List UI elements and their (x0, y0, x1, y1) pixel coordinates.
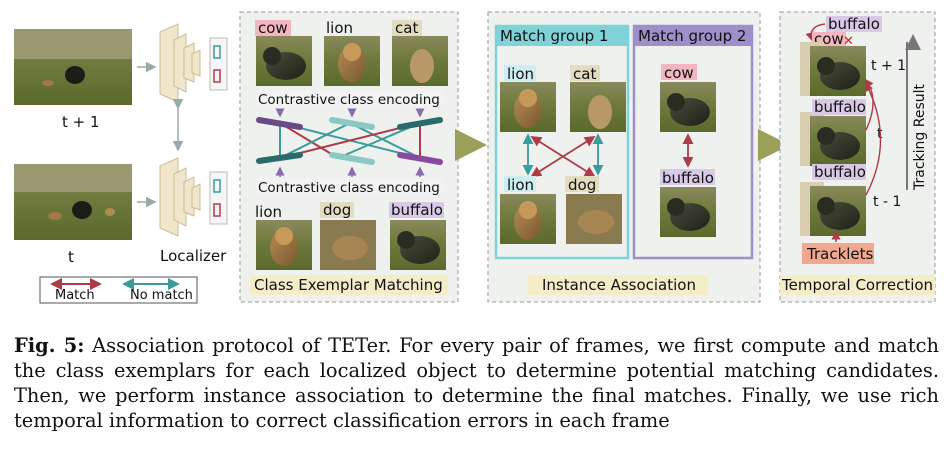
g1-cat-image (570, 82, 626, 132)
encoding-bottom-label: Contrastive class encoding (258, 180, 440, 196)
localizer-network-top (159, 23, 201, 103)
frame-bottom-label: t (68, 248, 74, 266)
temporal-top-corrected-tag (826, 16, 882, 32)
tracking-result-label: Tracking Result (912, 83, 928, 191)
top-class-cat: cat (395, 19, 418, 37)
g1-tag-cat (570, 65, 600, 81)
temporal-bottom: buffalo (814, 163, 866, 181)
g2-cow-image (660, 82, 716, 132)
g1-association-lines (522, 133, 604, 177)
instance-association-title: Instance Association (542, 276, 696, 294)
g1-bottom-dog: dog (568, 176, 596, 194)
bottom-class-buffalo: buffalo (391, 201, 443, 219)
encoding-top-label: Contrastive class encoding (258, 92, 440, 108)
g1-dog-image (566, 194, 622, 244)
temporal-t-minus-label: t - 1 (873, 194, 901, 210)
match-group-1-title: Match group 1 (500, 27, 608, 45)
temporal-t-plus-label: t + 1 (871, 58, 906, 74)
exemplar-lion-image (324, 36, 380, 86)
temporal-title-box (780, 275, 935, 295)
exemplar-lion-bottom-image (256, 220, 312, 270)
g2-buffalo-image (660, 187, 716, 237)
bottom-class-lion: lion (255, 203, 282, 221)
g2-tag-cow (661, 64, 697, 80)
figure-caption: Fig. 5: Association protocol of TETer. F… (14, 333, 939, 433)
tracklets-label: Tracklets (806, 245, 874, 263)
g1-top-lion: lion (507, 65, 534, 83)
encoding-bottom-box (255, 178, 444, 195)
temporal-top-corrected: buffalo (828, 15, 880, 33)
exemplar-cat-image (392, 36, 448, 86)
g1-lion-image (500, 82, 556, 132)
localizer-network-bottom (159, 157, 201, 237)
temporal-mid: buffalo (814, 98, 866, 116)
tag-dog (320, 202, 354, 218)
top-class-lion: lion (326, 19, 353, 37)
top-class-cow: cow (258, 19, 288, 37)
g1-lion-bottom-image (500, 194, 556, 244)
teter-association-diagram: t + 1 t Localizer Match No mat (14, 11, 936, 304)
tag-cow (255, 20, 291, 36)
match-group-2-title: Match group 2 (638, 27, 746, 45)
temporal-propagation-arcs (865, 78, 882, 196)
legend-no-match-label: No match (130, 288, 193, 303)
exemplar-buffalo-image (390, 220, 446, 270)
tracklet-frames (800, 42, 866, 236)
localizer-label: Localizer (160, 247, 227, 265)
embedding-bars (256, 117, 443, 165)
class-matching-title: Class Exemplar Matching (254, 276, 443, 294)
match-group-1-header (496, 26, 628, 46)
encoding-top-box (255, 90, 444, 107)
g1-tag-dog (565, 176, 599, 192)
frame-t-plus-1 (14, 29, 132, 105)
g1-top-cat: cat (573, 65, 596, 83)
frame-t (14, 164, 132, 240)
localizer-output-top (209, 37, 228, 91)
g2-top-cow: cow (664, 64, 694, 82)
g2-tag-buffalo (660, 169, 715, 185)
tag-buffalo (389, 202, 444, 218)
temporal-title: Temporal Correction (781, 276, 933, 294)
g2-bottom-buffalo: buffalo (662, 169, 714, 187)
tag-cat (392, 20, 422, 36)
temporal-bottom-tag (812, 164, 866, 180)
legend: Match No match (39, 276, 198, 304)
wrong-class-mark: ✕ (843, 34, 854, 49)
exemplar-dog-image (320, 220, 376, 270)
caption-text: Association protocol of TETer. For every… (14, 334, 940, 432)
correction-arrow (805, 23, 826, 42)
tracklets-box (802, 243, 874, 264)
g1-bottom-lion: lion (507, 176, 534, 194)
caption-fig-label: Fig. 5: (14, 334, 85, 357)
g1-tag-lion (504, 65, 536, 81)
class-matching-title-box (250, 275, 448, 295)
frame-top-label: t + 1 (62, 113, 100, 131)
bottom-class-dog: dog (323, 201, 351, 219)
instance-association-title-box (528, 275, 708, 295)
localizer-output-bottom (209, 171, 228, 225)
g1-tag-lion-bottom (504, 176, 536, 192)
temporal-mid-tag (812, 99, 866, 115)
exemplar-cow-image (256, 36, 312, 86)
legend-match-label: Match (55, 288, 95, 303)
match-group-2-header (634, 26, 752, 46)
